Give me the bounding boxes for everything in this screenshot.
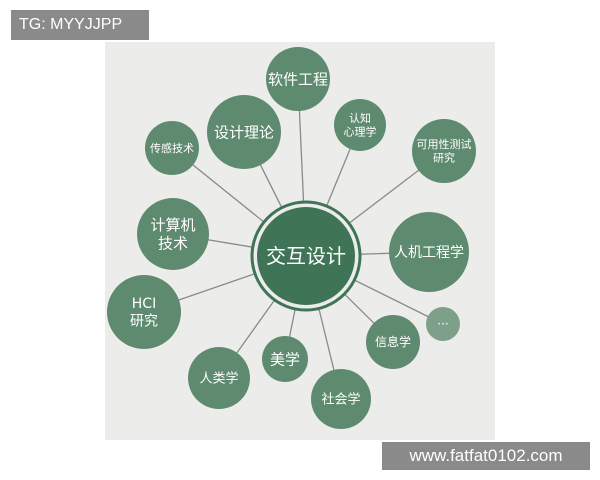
node-software-engineering xyxy=(266,47,330,111)
node-information-science xyxy=(366,315,420,369)
node-design-theory xyxy=(207,95,281,169)
node-aesthetics-label-1: 美学 xyxy=(270,350,300,368)
node-sensing-technology xyxy=(145,121,199,175)
node-software-engineering-label-1: 软件工程 xyxy=(268,70,328,88)
node-hci-research-label-1: HCI xyxy=(132,296,156,312)
node-computer-technology xyxy=(137,198,209,270)
node-cognitive-psychology-label-2: 心理学 xyxy=(344,125,377,139)
website-watermark: www.fatfat0102.com xyxy=(382,442,590,470)
node-sensing-technology-label-1: 传感技术 xyxy=(150,142,194,155)
node-sociology-label-1: 社会学 xyxy=(321,392,360,408)
node-information-science-label-1: 信息学 xyxy=(375,334,411,349)
node-design-theory-label-1: 设计理论 xyxy=(214,123,274,141)
node-hci-research-label-2: 研究 xyxy=(130,314,158,330)
node-computer-technology-label-1: 计算机 xyxy=(150,216,195,234)
node-anthropology-label-1: 人类学 xyxy=(199,371,238,387)
node-aesthetics xyxy=(262,336,308,382)
node-ergonomics xyxy=(389,212,469,292)
node-usability-testing xyxy=(412,119,476,183)
node-hci-research xyxy=(107,275,181,349)
node-anthropology xyxy=(188,347,250,409)
node-computer-technology-label-2: 技术 xyxy=(158,235,188,253)
center-node-label-1: 交互设计 xyxy=(266,244,346,268)
node-sociology xyxy=(311,369,371,429)
node-usability-testing-label-1: 可用性测试 xyxy=(417,137,472,151)
node-more xyxy=(426,307,460,341)
node-more-label-1: ··· xyxy=(437,317,448,331)
node-ergonomics-label-1: 人机工程学 xyxy=(394,245,464,261)
telegram-watermark: TG: MYYJJPP xyxy=(11,10,149,40)
node-cognitive-psychology xyxy=(334,99,386,151)
center-node xyxy=(257,207,355,305)
node-usability-testing-label-2: 研究 xyxy=(433,151,455,165)
node-cognitive-psychology-label-1: 认知 xyxy=(349,111,371,125)
